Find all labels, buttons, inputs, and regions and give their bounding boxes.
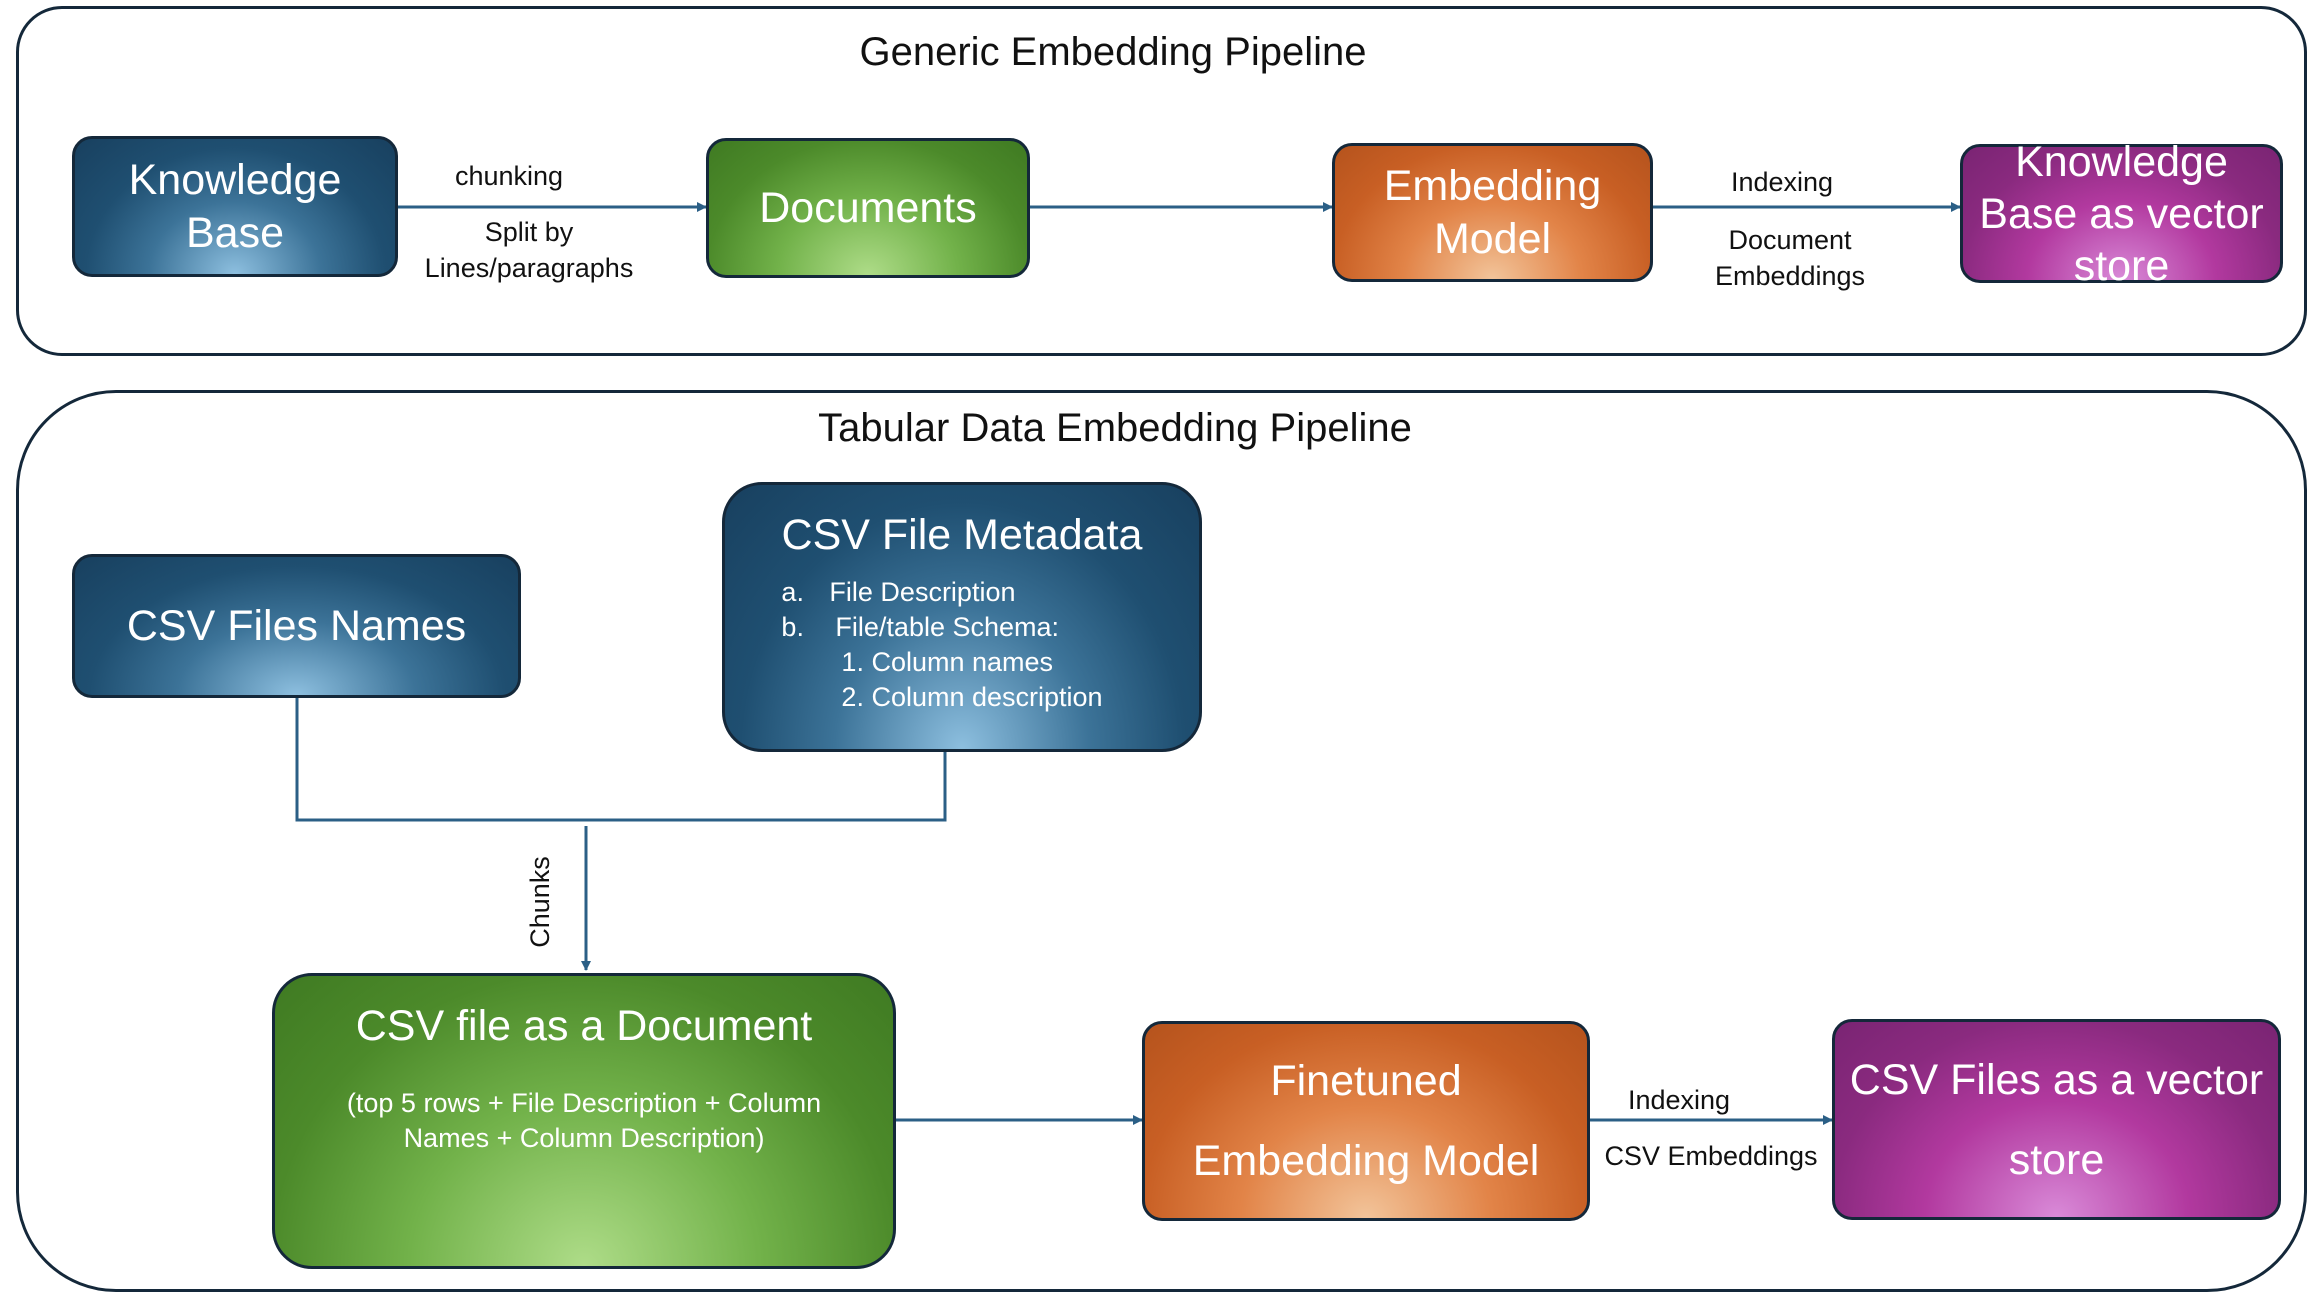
metadata-item-b: b.File/table Schema: (781, 612, 1060, 643)
metadata-list: a.File Description b.File/table Schema: … (781, 575, 1102, 715)
finetuned-embedding-model-box: Finetuned Embedding Model (1142, 1021, 1590, 1221)
csv-files-vector-store-line-2: store (2008, 1135, 2105, 1184)
csv-file-document-box: CSV file as a Document (top 5 rows + Fil… (272, 973, 896, 1269)
csv-files-names-box: CSV Files Names (72, 554, 521, 698)
embeddings-label: Embeddings (1714, 261, 1866, 291)
tabular-pipeline-title: Tabular Data Embedding Pipeline (818, 406, 1412, 450)
csv-file-metadata-box: CSV File Metadata a.File Description b.F… (722, 482, 1202, 752)
connector-names-to-merge (295, 698, 947, 822)
finetuned-label: Finetuned (1270, 1057, 1462, 1105)
lines-paragraphs-label: Lines/paragraphs (424, 253, 634, 283)
metadata-sub-item-1: 1. Column names (841, 647, 1054, 678)
embedding-model-label-2: Embedding Model (1192, 1137, 1540, 1185)
metadata-item-a: a.File Description (781, 577, 1016, 608)
indexing-label-2: Indexing (1627, 1085, 1731, 1115)
knowledge-base-box: Knowledge Base (72, 136, 398, 277)
knowledge-base-vector-store-box: Knowledge Base as vector store (1960, 138, 2283, 290)
csv-files-vector-store-box: CSV Files as a vector store (1832, 1019, 2281, 1220)
split-by-label: Split by (484, 217, 574, 247)
embedding-model-box: Embedding Model (1332, 143, 1653, 282)
indexing-label: Indexing (1730, 167, 1834, 197)
csv-file-document-desc: (top 5 rows + File Description + Column … (347, 1086, 821, 1156)
knowledge-base-label: Knowledge Base (128, 156, 342, 257)
csv-files-names-label: CSV Files Names (126, 601, 467, 650)
csv-embeddings-label: CSV Embeddings (1604, 1141, 1818, 1171)
embedding-model-label: Embedding Model (1383, 162, 1602, 263)
generic-pipeline-title: Generic Embedding Pipeline (859, 30, 1367, 74)
chunking-label: chunking (454, 161, 564, 191)
metadata-sub-item-2: 2. Column description (841, 682, 1103, 713)
csv-file-document-title: CSV file as a Document (355, 1002, 813, 1050)
document-label: Document (1728, 225, 1852, 255)
csv-file-document-desc-line-1: (top 5 rows + File Description + Column (346, 1088, 822, 1119)
documents-box: Documents (706, 138, 1030, 278)
csv-files-vector-store-line-1: CSV Files as a vector (1849, 1055, 2264, 1104)
csv-file-metadata-title: CSV File Metadata (781, 511, 1143, 559)
csv-file-document-desc-line-2: Names + Column Description) (403, 1123, 765, 1154)
chunks-label: Chunks (525, 856, 555, 948)
knowledge-base-vector-store-label: Knowledge Base as vector store (1979, 137, 2264, 290)
documents-label: Documents (759, 183, 977, 232)
